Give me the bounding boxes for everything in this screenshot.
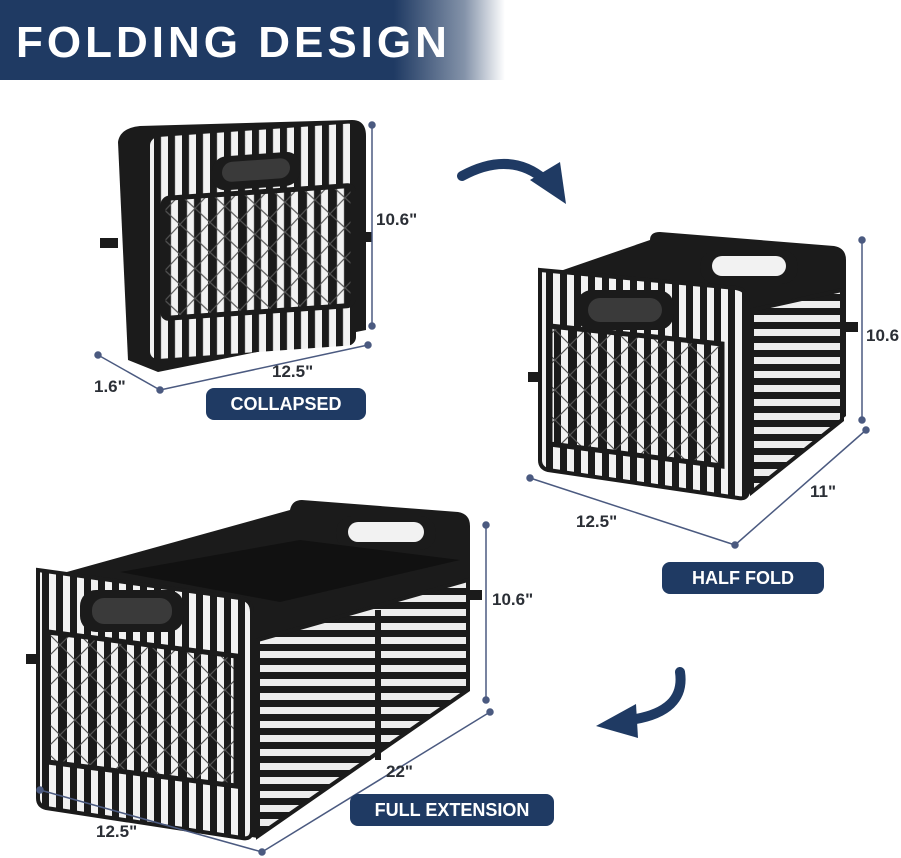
half-fold-depth-label: 11": [810, 482, 837, 501]
half-fold-width-label: 12.5": [576, 512, 618, 531]
banner-title: FOLDING DESIGN: [16, 18, 451, 67]
full-extension-dimension-lines: [36, 521, 494, 856]
curved-arrow-left-icon: [596, 667, 686, 738]
half-fold-label: HALF FOLD: [662, 562, 824, 594]
full-extension-width-label: 12.5": [96, 822, 138, 841]
collapsed-height-label: 10.6": [376, 210, 418, 229]
collapsed-width-label: 12.5": [272, 362, 314, 381]
full-extension-height-label: 10.6": [492, 590, 534, 609]
collapsed-depth-label: 1.6": [94, 377, 126, 396]
full-extension-label: FULL EXTENSION: [350, 794, 554, 826]
collapsed-bag: [100, 120, 372, 372]
collapsed-label: COLLAPSED: [206, 388, 366, 420]
half-fold-height-label: 10.6: [866, 326, 900, 345]
collapsed-dimension-lines: [94, 121, 376, 394]
full-extension-depth-label: 22": [386, 762, 413, 781]
title-banner: FOLDING DESIGN: [0, 0, 505, 80]
curved-arrow-right-icon: [457, 159, 566, 204]
half-fold-dimension-lines: [526, 236, 870, 549]
full-extension-bag: [26, 500, 482, 841]
half-fold-bag: [528, 232, 858, 501]
